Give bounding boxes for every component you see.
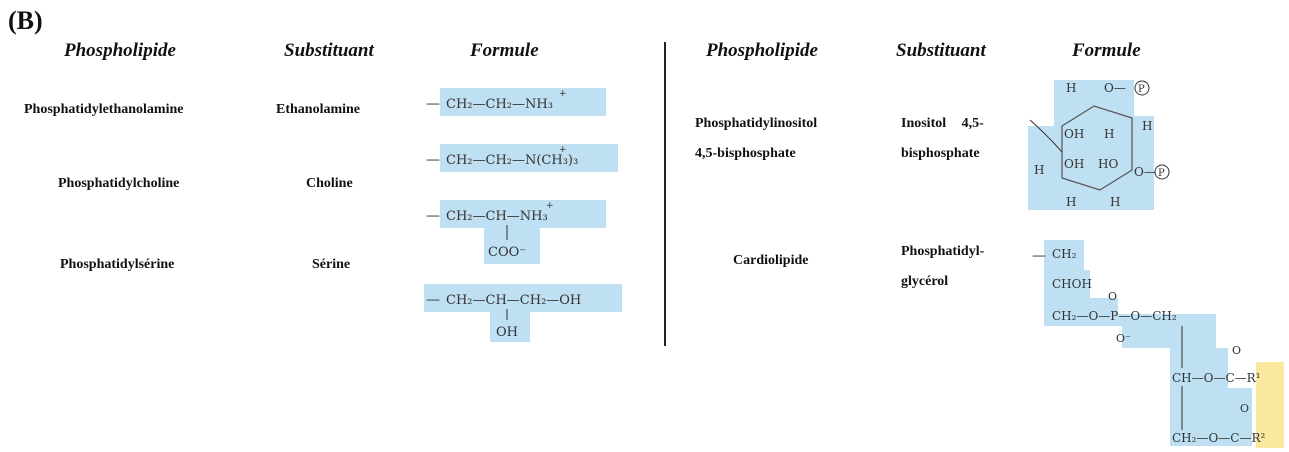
header-substituant-right: Substituant [896, 40, 986, 61]
substituant-phosphatidylglycerol-line2: glycérol [901, 274, 949, 289]
svg-text:O: O [1232, 344, 1241, 357]
svg-text:H: H [1104, 127, 1114, 141]
svg-text:H: H [1110, 195, 1120, 209]
svg-text:O: O [1108, 290, 1117, 303]
substituant-inositol-line2: bisphosphate [901, 146, 980, 161]
header-phospholipide-right: Phospholipide [706, 40, 818, 61]
svg-text:O—: O— [1104, 81, 1126, 95]
svg-text:+: + [559, 145, 567, 155]
svg-text:CHOH: CHOH [1052, 277, 1092, 291]
cardiolipide-formula-svg: — CH₂ CHOH O CH₂—O—P—O—CH₂ O⁻ CH—O—C—R¹ … [1032, 240, 1284, 448]
svg-text:H: H [1034, 163, 1044, 177]
substituant-choline: Choline [306, 176, 353, 191]
column-divider [664, 42, 666, 346]
left-formulas-svg: — CH₂—CH₂—NH₃ + — CH₂—CH₂—N(CH₃)₃ + — CH… [424, 88, 622, 342]
svg-text:CH₂—CH—NH₃: CH₂—CH—NH₃ [446, 209, 548, 224]
formula-ethanolamine: — CH₂—CH₂—NH₃ + [426, 88, 606, 116]
svg-text:CH₂—CH₂—N(CH₃)₃: CH₂—CH₂—N(CH₃)₃ [446, 153, 578, 168]
svg-text:—: — [426, 292, 440, 308]
svg-text:COO⁻: COO⁻ [488, 245, 526, 260]
substituant-inositol-line1: Inositol 4,5- [901, 116, 984, 131]
inositol-formula-svg: H O— P OH H H OH HO O— P H H H [1028, 80, 1170, 210]
header-formule-right: Formule [1072, 40, 1141, 61]
svg-text:CH₂—CH₂—NH₃: CH₂—CH₂—NH₃ [446, 97, 553, 112]
svg-text:CH—O—C—R¹: CH—O—C—R¹ [1172, 371, 1261, 385]
svg-text:H: H [1066, 81, 1076, 95]
svg-text:—: — [426, 152, 440, 168]
header-phospholipide-left: Phospholipide [64, 40, 176, 61]
svg-text:P: P [1158, 168, 1165, 179]
header-formule-left: Formule [470, 40, 539, 61]
svg-text:CH₂—O—C—R²: CH₂—O—C—R² [1172, 431, 1266, 445]
svg-text:HO: HO [1098, 157, 1118, 171]
formula-choline: — CH₂—CH₂—N(CH₃)₃ + [426, 144, 618, 172]
svg-text:+: + [546, 201, 554, 211]
substituant-phosphatidylglycerol-line1: Phosphatidyl- [901, 244, 985, 259]
svg-text:OH: OH [1064, 157, 1084, 171]
svg-text:O⁻: O⁻ [1116, 332, 1131, 345]
phospholipide-pip2-line2: 4,5-bisphosphate [695, 146, 796, 161]
svg-text:CH₂: CH₂ [1052, 247, 1077, 261]
svg-text:—: — [426, 208, 440, 224]
svg-text:OH: OH [496, 325, 518, 340]
substituant-ethanolamine: Ethanolamine [276, 102, 361, 117]
phospholipide-ps: Phosphatidylsérine [60, 257, 175, 272]
phospholipide-pe: Phosphatidylethanolamine [24, 102, 184, 117]
phospholipide-pip2-line1: Phosphatidylinositol [695, 116, 818, 131]
phospholipide-cardiolipide: Cardiolipide [733, 253, 809, 268]
phospholipide-pc: Phosphatidylcholine [58, 176, 180, 191]
svg-text:O—: O— [1134, 165, 1156, 179]
svg-text:O: O [1240, 402, 1249, 415]
substituant-serine: Sérine [312, 257, 351, 272]
panel-label: (B) [8, 6, 43, 35]
svg-text:CH₂—O—P—O—CH₂: CH₂—O—P—O—CH₂ [1052, 309, 1177, 323]
formula-glycerol: — CH₂—CH—CH₂—OH OH [424, 284, 622, 342]
svg-text:P: P [1138, 84, 1145, 95]
svg-text:CH₂—CH—CH₂—OH: CH₂—CH—CH₂—OH [446, 293, 581, 308]
svg-text:+: + [559, 89, 567, 99]
header-substituant-left: Substituant [284, 40, 374, 61]
svg-text:OH: OH [1064, 127, 1084, 141]
formula-serine: — CH₂—CH—NH₃ + COO⁻ [426, 200, 606, 264]
svg-text:—: — [1032, 248, 1046, 264]
svg-text:—: — [426, 96, 440, 112]
svg-text:H: H [1142, 119, 1152, 133]
svg-text:H: H [1066, 195, 1076, 209]
